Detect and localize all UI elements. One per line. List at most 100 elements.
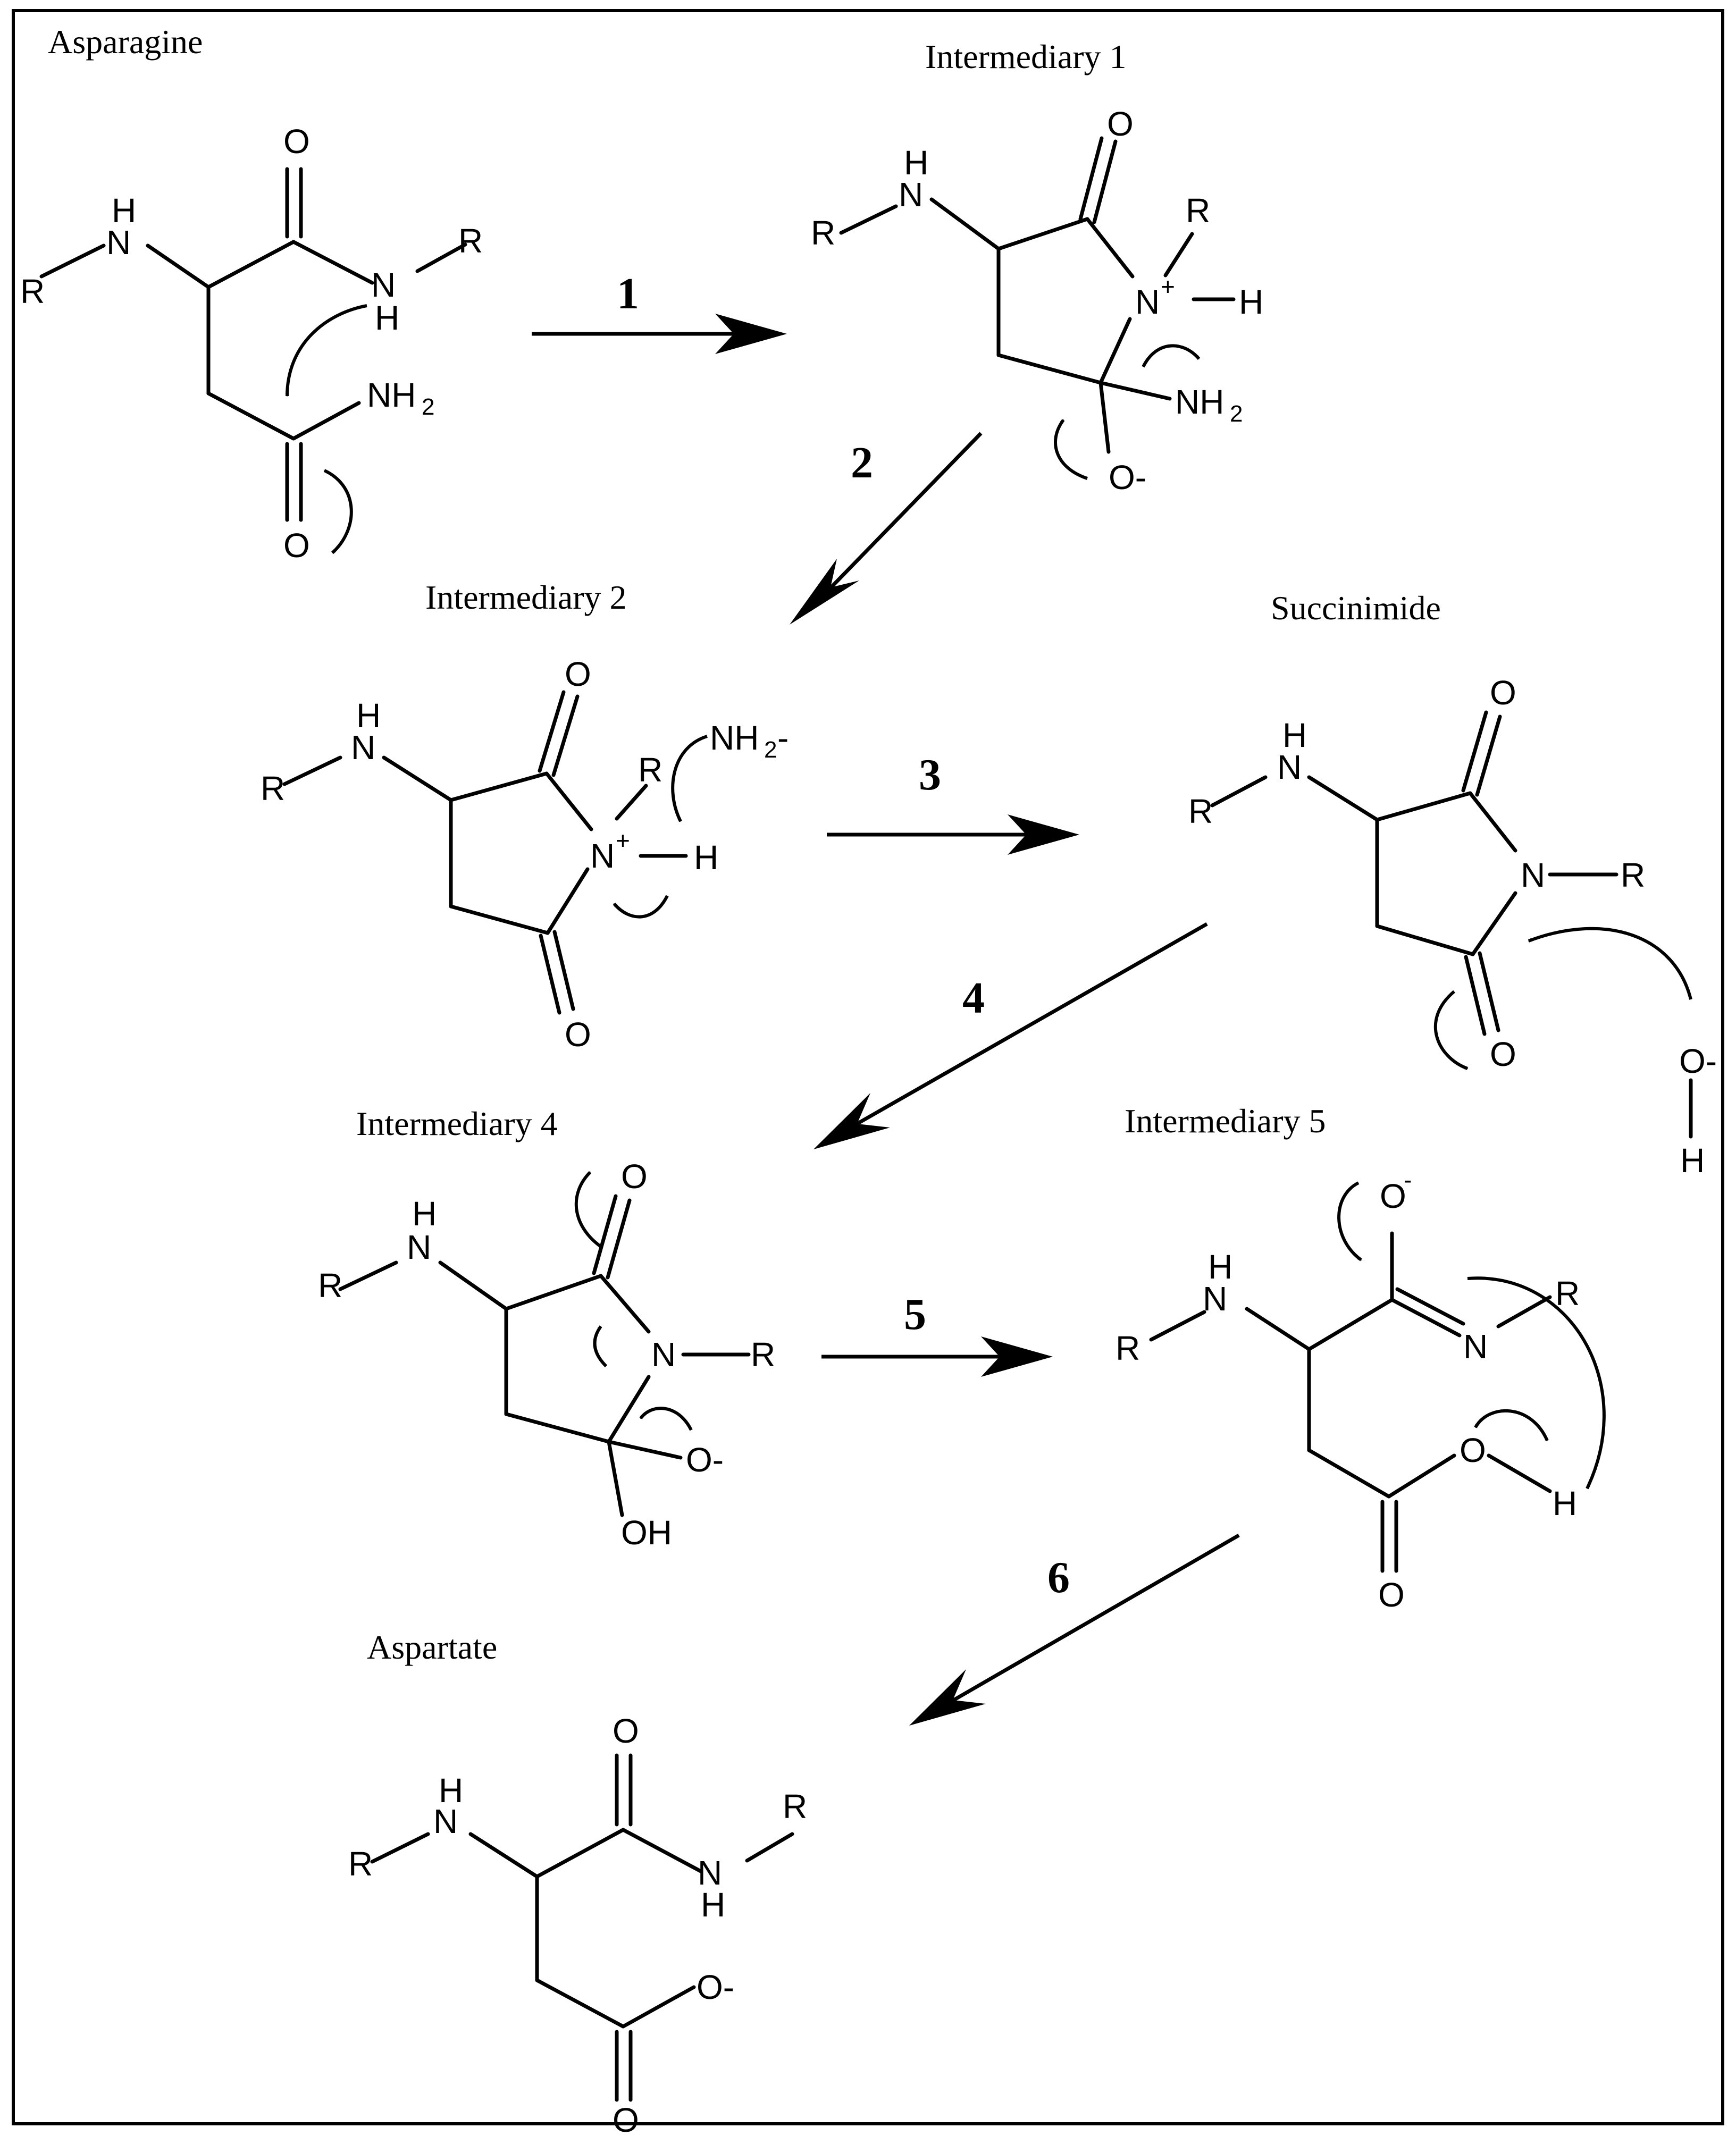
atom-h: H (412, 1195, 437, 1233)
atom-r: R (1555, 1274, 1580, 1313)
atom-n: N (1203, 1280, 1227, 1318)
molecule-intermediary-1: R H N O R N + H NH 2 O- (811, 105, 1263, 497)
electron-arrow (1337, 1181, 1362, 1262)
atom-h: H (1208, 1248, 1232, 1286)
atom-o: O (1107, 105, 1134, 143)
atom-r: R (20, 272, 45, 310)
atom-r: R (751, 1335, 775, 1374)
atom-nh: NH (1175, 383, 1224, 421)
atom-o: O (1378, 1576, 1405, 1614)
reaction-arrow-4 (814, 922, 1208, 1149)
atom-h: H (1553, 1484, 1577, 1523)
atom-o-minus: O- (697, 1968, 734, 2006)
electron-arrow (1054, 419, 1088, 480)
atom-o: O (613, 2101, 639, 2136)
electron-arrow (1142, 344, 1201, 368)
step-label-4: 4 (962, 973, 985, 1023)
atom-r: R (1186, 191, 1210, 230)
reaction-arrow-6 (909, 1533, 1240, 1726)
step-label-2: 2 (851, 438, 873, 487)
atom-o-minus: O- (1679, 1042, 1717, 1080)
atom-n: N (106, 223, 131, 262)
molecule-intermediary-2: R H N O R N + H NH 2 - O (261, 655, 789, 1054)
electron-arrow (1433, 990, 1469, 1070)
electron-arrow (671, 735, 708, 822)
charge-minus: - (1404, 1166, 1412, 1193)
step-label-5: 5 (904, 1290, 926, 1339)
charge-plus: + (616, 827, 630, 854)
atom-o: O (1490, 674, 1516, 712)
molecule-aspartate: R H N O N H R O- O (348, 1712, 807, 2136)
atom-o-minus: O- (1109, 458, 1146, 497)
atom-h: H (375, 299, 399, 337)
title-aspartate: Aspartate (367, 1628, 497, 1666)
atom-r: R (1188, 792, 1213, 830)
atom-r: R (783, 1787, 807, 1826)
atom-r: R (1116, 1329, 1140, 1367)
atom-subscript: 2 (764, 737, 777, 763)
atom-n: N (899, 175, 923, 214)
molecule-succinimide: R H N O N R O O- H (1188, 674, 1717, 1180)
atom-o: O (621, 1157, 648, 1196)
atom-o: O (565, 655, 591, 693)
atom-subscript: 2 (1230, 401, 1243, 427)
atom-r: R (318, 1266, 342, 1305)
atom-oh: OH (621, 1513, 672, 1552)
electron-arrow (1467, 1276, 1606, 1490)
reaction-arrow-1 (532, 314, 787, 354)
atom-n: N (1277, 748, 1302, 786)
step-label-1: 1 (617, 269, 639, 318)
atom-r: R (348, 1845, 373, 1883)
atom-h: H (112, 191, 136, 230)
atom-r: R (458, 222, 483, 260)
title-intermediary-5: Intermediary 5 (1125, 1102, 1326, 1140)
molecule-intermediary-4: R H N O N R O- OH (318, 1157, 775, 1552)
atom-r: R (261, 769, 285, 808)
atom-o: O (565, 1015, 591, 1054)
molecule-asparagine: R H N O N H R NH 2 O (20, 122, 483, 565)
atom-n: N (698, 1854, 722, 1892)
atom-o-minus: O- (686, 1441, 724, 1479)
atom-o: O (1490, 1035, 1516, 1073)
electron-arrow (323, 469, 353, 554)
atom-n: N (371, 266, 396, 304)
electron-arrow (1528, 927, 1692, 1000)
step-label-3: 3 (919, 750, 941, 800)
atom-h: H (694, 838, 718, 877)
reaction-arrow-3 (827, 814, 1079, 855)
atom-nh: NH (367, 376, 416, 414)
title-intermediary-4: Intermediary 4 (356, 1105, 558, 1142)
atom-subscript: 2 (422, 394, 434, 420)
atom-h: H (1282, 716, 1307, 754)
atom-n: N (1463, 1327, 1488, 1366)
step-label-6: 6 (1047, 1553, 1070, 1602)
atom-n: N (433, 1802, 458, 1840)
atom-h: H (1239, 283, 1263, 321)
atom-o: O (1380, 1177, 1406, 1215)
charge-plus: + (1161, 273, 1175, 300)
title-intermediary-2: Intermediary 2 (425, 578, 627, 616)
atom-h: H (701, 1886, 725, 1924)
atom-o: O (283, 526, 310, 565)
title-asparagine: Asparagine (48, 23, 203, 61)
atom-r: R (811, 214, 835, 252)
electron-arrow (593, 1325, 608, 1368)
molecule-intermediary-5: R H N O - N R O H O (1116, 1166, 1606, 1614)
atom-n: N (351, 728, 375, 767)
title-intermediary-1: Intermediary 1 (925, 38, 1127, 75)
reaction-arrow-2 (790, 432, 983, 625)
atom-h: H (1680, 1141, 1705, 1180)
diagram-frame (12, 9, 1724, 2125)
atom-o: O (1460, 1431, 1486, 1469)
atom-h: H (439, 1771, 463, 1810)
atom-n: N (590, 837, 615, 875)
atom-n: N (651, 1335, 676, 1374)
reaction-arrow-5 (821, 1336, 1053, 1377)
atom-n: N (407, 1228, 431, 1266)
electron-arrow (1474, 1409, 1549, 1442)
atom-nh: NH (710, 719, 759, 757)
charge-minus: - (777, 719, 789, 757)
atom-h: H (904, 144, 928, 182)
atom-n: N (1521, 856, 1545, 894)
